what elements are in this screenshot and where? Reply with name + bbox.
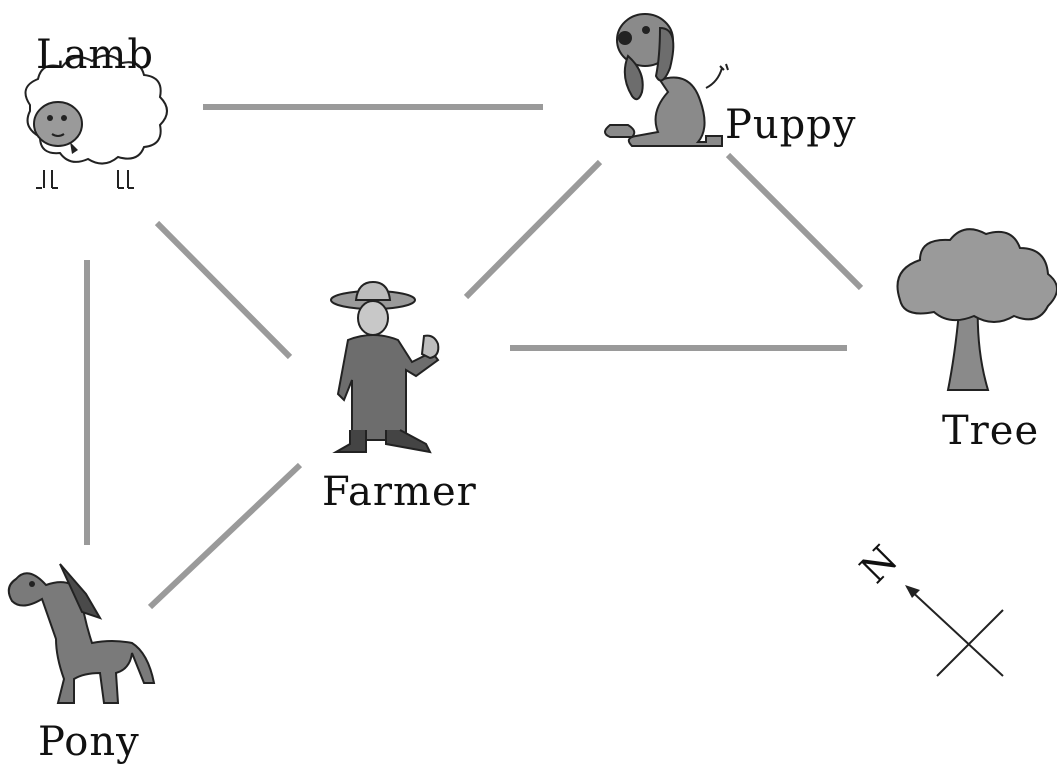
edge-farmer-pony xyxy=(150,465,300,607)
puppy-icon xyxy=(605,14,728,146)
label-pony: Pony xyxy=(38,722,140,762)
edge-lamb-farmer xyxy=(157,223,290,357)
compass-icon xyxy=(905,585,1003,676)
edge-puppy-farmer xyxy=(466,162,600,297)
pony-icon xyxy=(9,564,154,703)
edges xyxy=(87,107,861,607)
label-farmer: Farmer xyxy=(322,472,477,512)
farmer-icon xyxy=(331,282,438,452)
tree-icon xyxy=(898,229,1057,390)
edge-puppy-tree xyxy=(728,155,861,288)
label-tree: Tree xyxy=(942,411,1039,451)
label-lamb: Lamb xyxy=(36,35,154,75)
label-puppy: Puppy xyxy=(725,105,856,145)
